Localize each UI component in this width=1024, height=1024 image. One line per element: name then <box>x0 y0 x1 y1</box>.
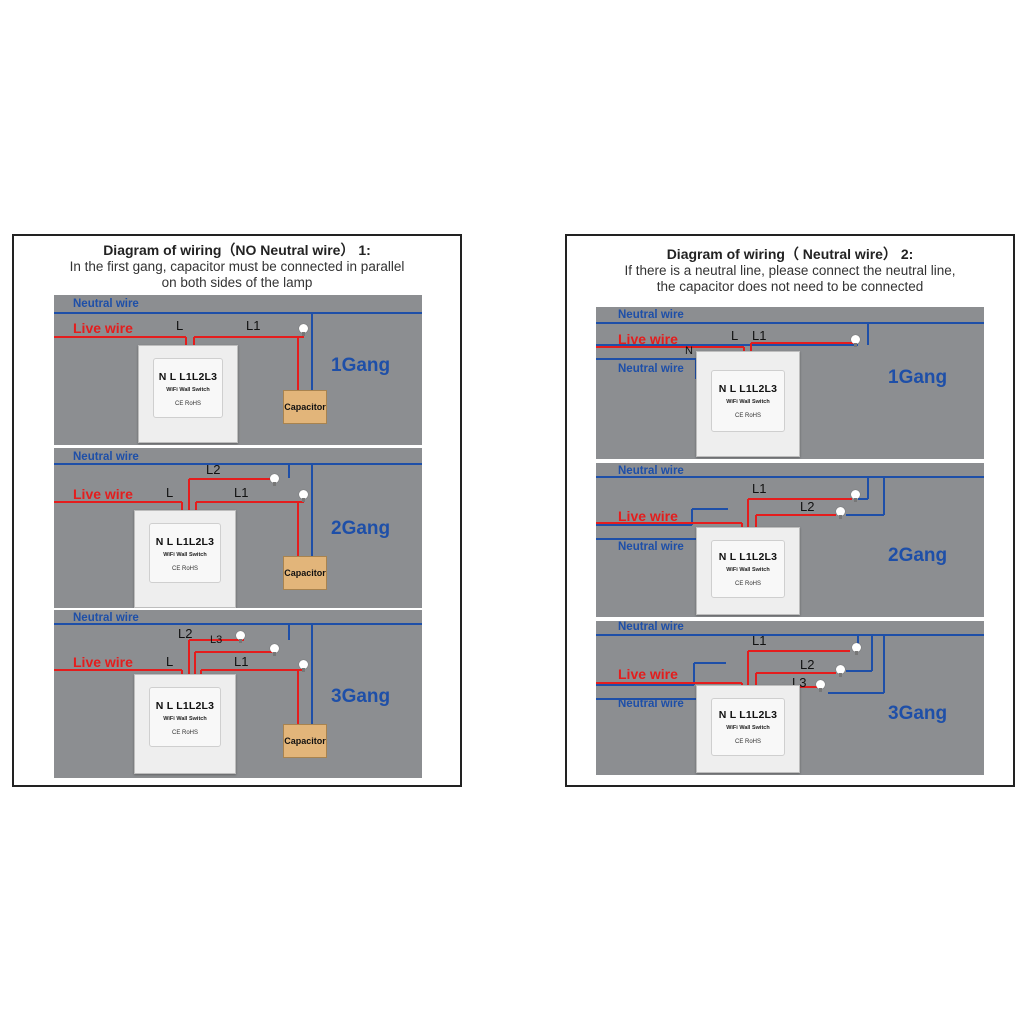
neutral-wire-label: Neutral wire <box>618 698 684 710</box>
neutral-wire-label: Neutral wire <box>618 621 684 633</box>
diagram-subtitle-line1: In the first gang, capacitor must be con… <box>69 259 405 274</box>
switch-module: N L L1L2L3 WiFi Wall Switch CE RoHS <box>711 698 785 756</box>
terminal-l1-label: L1 <box>752 328 767 343</box>
switch-cert: CE RoHS <box>734 739 761 745</box>
switch-terminals: N L L1L2L3 <box>158 371 218 383</box>
switch-module: N L L1L2L3 WiFi Wall Switch CE RoHS <box>149 687 221 747</box>
gang-label-3: 3Gang <box>331 686 391 707</box>
live-wire-label: Live wire <box>618 508 678 524</box>
terminal-l2-label: L2 <box>178 626 193 641</box>
diagram-title: Diagram of wiring（NO Neutral wire） 1: <box>103 242 371 258</box>
capacitor: Capacitor <box>283 724 327 758</box>
terminal-l2-label: L2 <box>800 499 815 514</box>
neutral-wire-label: Neutral wire <box>73 451 139 463</box>
lamp-icon <box>299 324 308 336</box>
switch-terminals: N L L1L2L3 <box>718 551 778 563</box>
diagram-with-neutral: Diagram of wiring（ Neutral wire） 2: If t… <box>565 234 1015 787</box>
diagram-no-neutral: Diagram of wiring（NO Neutral wire） 1: In… <box>12 234 462 787</box>
live-wire-label: Live wire <box>618 331 678 347</box>
panel-3gang: Neutral wire Live wire L L2 L3 L1 Capaci… <box>54 610 422 778</box>
neutral-wire-label: Neutral wire <box>618 465 684 477</box>
lamp-icon <box>836 665 845 677</box>
switch-name: WiFi Wall Switch <box>726 399 770 405</box>
diagram-subtitle-line2: on both sides of the lamp <box>161 275 313 290</box>
switch-name: WiFi Wall Switch <box>726 567 770 573</box>
wifi-switch-2gang: N L L1L2L3 WiFi Wall Switch CE RoHS <box>696 527 800 615</box>
wifi-switch-1gang: N L L1L2L3 WiFi Wall Switch CE RoHS <box>696 351 800 457</box>
title-block: Diagram of wiring（NO Neutral wire） 1: In… <box>14 242 460 291</box>
diagram-subtitle-line1: If there is a neutral line, please conne… <box>624 263 956 278</box>
capacitor: Capacitor <box>283 556 327 590</box>
lamp-icon <box>236 631 245 643</box>
switch-module: N L L1L2L3 WiFi Wall Switch CE RoHS <box>153 358 223 418</box>
lamp-icon <box>270 644 279 656</box>
switch-cert: CE RoHS <box>734 413 761 419</box>
terminal-l1-label: L1 <box>234 654 249 669</box>
terminal-l2-label: L2 <box>206 462 221 477</box>
panel-2gang: Neutral wire Live wire Neutral wire L1 L… <box>596 463 984 617</box>
terminal-l1-label: L1 <box>752 633 767 648</box>
panel-3gang: Neutral wire Live wire Neutral wire L1 L… <box>596 621 984 775</box>
wires-1gang <box>596 322 984 379</box>
wifi-switch-2gang: N L L1L2L3 WiFi Wall Switch CE RoHS <box>134 510 236 608</box>
switch-cert: CE RoHS <box>174 401 201 407</box>
switch-cert: CE RoHS <box>734 581 761 587</box>
neutral-wire-label: Neutral wire <box>73 612 139 624</box>
wifi-switch-1gang: N L L1L2L3 WiFi Wall Switch CE RoHS <box>138 345 238 443</box>
terminal-n-label: N <box>685 345 693 357</box>
live-wire-label: Live wire <box>618 666 678 682</box>
lamp-icon <box>851 490 860 502</box>
panel-1gang: Neutral wire Live wire Neutral wire L L1… <box>596 307 984 459</box>
lamp-icon <box>851 335 860 347</box>
gang-label-3: 3Gang <box>888 703 948 724</box>
gang-label-2: 2Gang <box>888 545 948 566</box>
lamp-icon <box>270 474 279 486</box>
terminal-l1-label: L1 <box>234 485 249 500</box>
switch-cert: CE RoHS <box>171 730 198 736</box>
switch-cert: CE RoHS <box>171 566 198 572</box>
terminal-l1-label: L1 <box>246 318 261 333</box>
switch-terminals: N L L1L2L3 <box>155 700 215 712</box>
switch-name: WiFi Wall Switch <box>163 716 207 722</box>
terminal-l-label: L <box>731 328 739 343</box>
switch-name: WiFi Wall Switch <box>726 725 770 731</box>
switch-module: N L L1L2L3 WiFi Wall Switch CE RoHS <box>711 540 785 598</box>
terminal-l2-label: L2 <box>800 657 815 672</box>
terminal-l-label: L <box>166 654 174 669</box>
terminal-l1-label: L1 <box>752 481 767 496</box>
gang-label-1: 1Gang <box>331 355 391 376</box>
gang-label-2: 2Gang <box>331 518 391 539</box>
lamp-icon <box>836 507 845 519</box>
neutral-wire-label: Neutral wire <box>618 363 684 375</box>
terminal-l3-label: L3 <box>210 634 223 646</box>
wifi-switch-3gang: N L L1L2L3 WiFi Wall Switch CE RoHS <box>696 685 800 773</box>
diagram-title: Diagram of wiring（ Neutral wire） 2: <box>666 246 914 262</box>
gang-label-1: 1Gang <box>888 367 948 388</box>
panel-2gang: Neutral wire Live wire L L2 L1 Capacitor… <box>54 448 422 608</box>
terminal-l-label: L <box>166 485 174 500</box>
neutral-wire-label: Neutral wire <box>618 541 684 553</box>
title-block: Diagram of wiring（ Neutral wire） 2: If t… <box>567 246 1013 295</box>
lamp-icon <box>852 643 861 655</box>
neutral-wire-label: Neutral wire <box>73 298 139 310</box>
switch-module: N L L1L2L3 WiFi Wall Switch CE RoHS <box>711 370 785 432</box>
lamp-icon <box>816 680 825 692</box>
live-wire-label: Live wire <box>73 486 133 502</box>
live-wire-label: Live wire <box>73 320 133 336</box>
switch-terminals: N L L1L2L3 <box>718 709 778 721</box>
live-wire-label: Live wire <box>73 654 133 670</box>
wifi-switch-3gang: N L L1L2L3 WiFi Wall Switch CE RoHS <box>134 674 236 774</box>
capacitor: Capacitor <box>283 390 327 424</box>
lamp-icon <box>299 490 308 502</box>
switch-name: WiFi Wall Switch <box>166 387 210 393</box>
switch-terminals: N L L1L2L3 <box>155 536 215 548</box>
lamp-icon <box>299 660 308 672</box>
switch-module: N L L1L2L3 WiFi Wall Switch CE RoHS <box>149 523 221 583</box>
terminal-l-label: L <box>176 318 184 333</box>
switch-name: WiFi Wall Switch <box>163 552 207 558</box>
panel-1gang: Neutral wire Live wire L L1 Capacitor 1G… <box>54 295 422 445</box>
switch-terminals: N L L1L2L3 <box>718 383 778 395</box>
neutral-wire-label: Neutral wire <box>618 309 684 321</box>
diagram-subtitle-line2: the capacitor does not need to be connec… <box>656 279 924 294</box>
